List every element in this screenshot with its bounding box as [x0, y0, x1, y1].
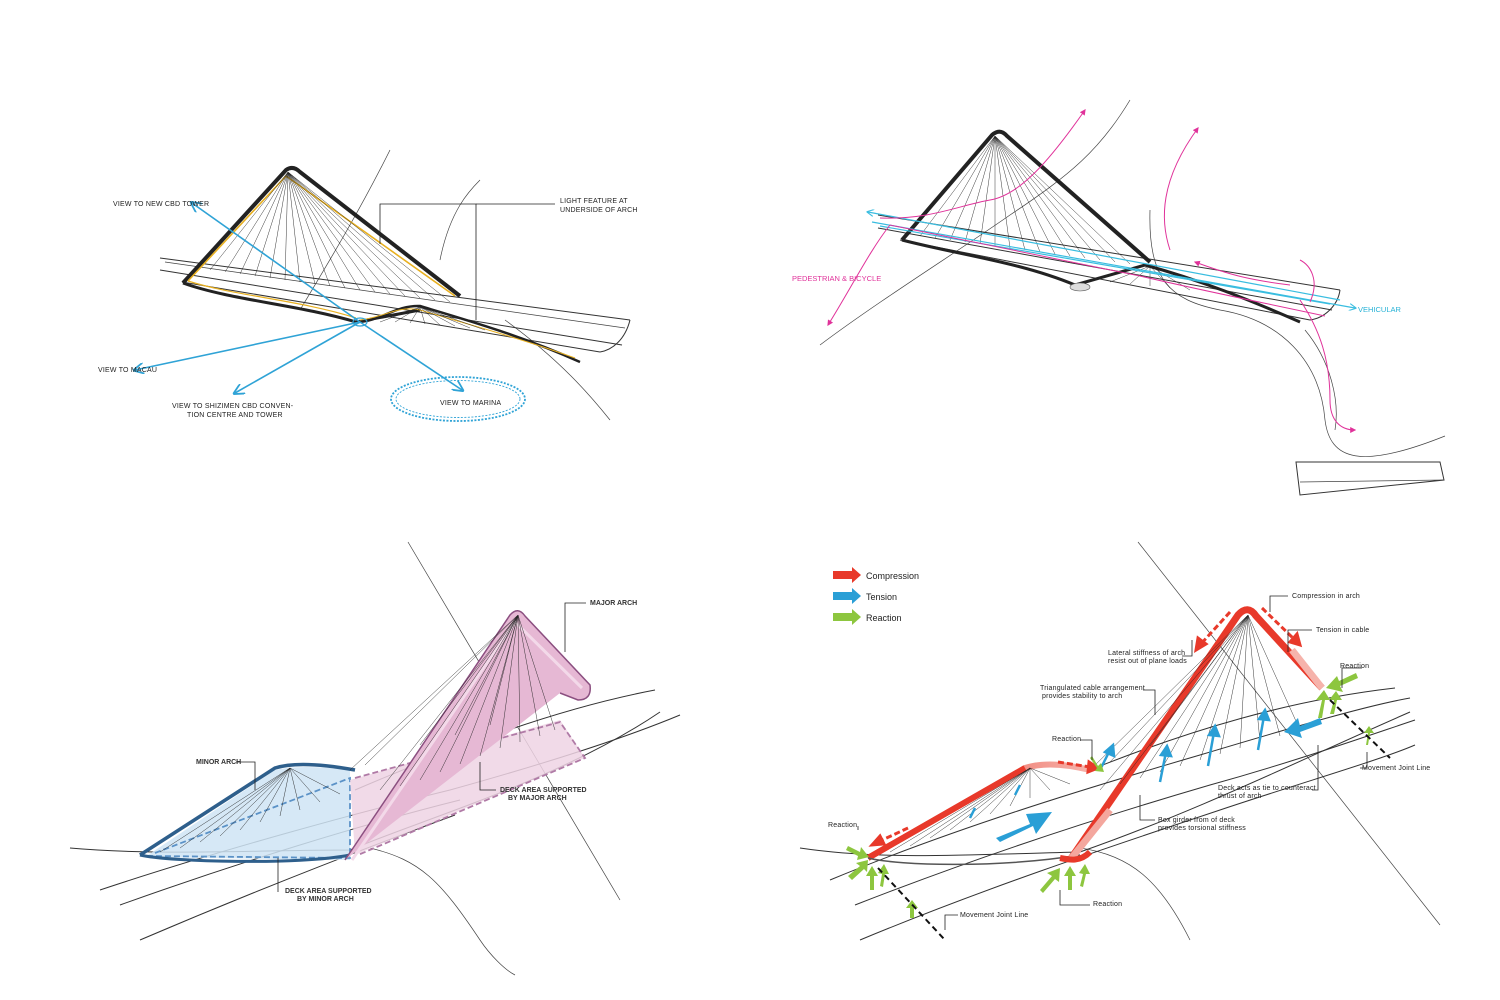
- label-deck-minor-1: DECK AREA SUPPORTED: [285, 888, 372, 895]
- label-triangulated-1: Triangulated cable arrangement: [1040, 685, 1145, 692]
- label-movement-joint-right: Movement Joint Line: [1362, 765, 1430, 772]
- label-compression-arch: Compression in arch: [1292, 593, 1360, 600]
- legend-reaction-swatch: [833, 609, 861, 625]
- tension-arrows: [968, 707, 1271, 819]
- label-tension-cable: Tension in cable: [1316, 627, 1369, 634]
- force-leaders: [857, 595, 1368, 930]
- label-deck-tie-2: thrust of arch: [1218, 793, 1262, 800]
- label-lateral-2: resist out of plane loads: [1108, 658, 1187, 665]
- major-arch-cables: [209, 171, 451, 303]
- minor-arch: [139, 762, 356, 863]
- major-arch: [900, 129, 1301, 324]
- deck-area-minor: [145, 767, 351, 860]
- label-reaction-left: Reaction: [828, 822, 857, 829]
- major-arch: [1059, 606, 1325, 863]
- legend-compression: Compression: [866, 571, 919, 581]
- major-arch: [181, 165, 462, 324]
- panel-views: VIEW TO NEW CBD TOWER LIGHT FEATURE AT U…: [98, 149, 638, 422]
- deck-area-major: [350, 720, 587, 856]
- deck-tension-arrow: [996, 812, 1052, 842]
- label-box-girder-1: Box girder from of deck: [1158, 817, 1235, 824]
- label-light-feature-1: LIGHT FEATURE AT: [560, 198, 628, 205]
- major-arch: [344, 610, 591, 861]
- label-triangulated-2: provides stability to arch: [1042, 693, 1122, 700]
- label-view-shizimen-1: VIEW TO SHIZIMEN CBD CONVEN-: [172, 403, 294, 410]
- vehicular-route: [868, 212, 1355, 308]
- label-reaction-mid: Reaction: [1052, 736, 1081, 743]
- label-deck-major-1: DECK AREA SUPPORTED: [500, 787, 587, 794]
- deck-tie-arrow: [1284, 718, 1322, 738]
- minor-arch: [866, 761, 1091, 866]
- label-deck-minor-2: BY MINOR ARCH: [297, 896, 354, 903]
- minor-arch-cables: [379, 306, 486, 331]
- label-box-girder-2: provides torsional stiffness: [1158, 825, 1246, 832]
- light-feature-leader: [379, 203, 477, 320]
- legend: Compression Tension Reaction: [833, 567, 919, 625]
- label-major-arch: MAJOR ARCH: [590, 600, 637, 607]
- compression-arrows: [868, 606, 1303, 847]
- label-reaction-bottom: Reaction: [1093, 901, 1122, 908]
- label-vehicular: VEHICULAR: [1358, 305, 1402, 314]
- label-deck-tie-1: Deck acts as tie to counteract: [1218, 785, 1316, 792]
- label-pedestrian: PEDESTRIAN & BICYCLE: [792, 274, 881, 283]
- legend-reaction: Reaction: [866, 613, 902, 623]
- label-lateral-1: Lateral stiffness of arch: [1108, 650, 1185, 657]
- label-reaction-top-right: Reaction: [1340, 663, 1369, 670]
- label-view-marina: VIEW TO MARINA: [440, 400, 501, 407]
- pier: [1295, 461, 1445, 496]
- panel-forces: Compression Tension Reaction: [799, 541, 1441, 941]
- label-minor-arch: MINOR ARCH: [196, 759, 241, 766]
- view-arrows: [135, 203, 526, 422]
- legend-tension: Tension: [866, 592, 897, 602]
- label-light-feature-2: UNDERSIDE OF ARCH: [560, 207, 638, 214]
- label-view-shizimen-2: TION CENTRE AND TOWER: [187, 412, 283, 419]
- movement-joint-left: [877, 867, 946, 941]
- minor-arch: [355, 304, 581, 364]
- movement-joint-right: [1329, 699, 1391, 759]
- legend-compression-swatch: [833, 567, 861, 583]
- panel-arches: MAJOR ARCH MINOR ARCH DECK AREA SUPPORTE…: [69, 541, 681, 976]
- label-view-new-cbd: VIEW TO NEW CBD TOWER: [113, 201, 209, 208]
- label-deck-major-2: BY MAJOR ARCH: [508, 795, 567, 802]
- deck: [159, 257, 631, 353]
- major-arch-cables: [919, 135, 1191, 291]
- pedestrian-route: [827, 109, 1357, 433]
- label-movement-joint-bottom: Movement Joint Line: [960, 912, 1028, 919]
- panel-circulation: PEDESTRIAN & BICYCLE VEHICULAR: [792, 99, 1446, 496]
- label-view-macau: VIEW TO MACAU: [98, 367, 157, 374]
- legend-tension-swatch: [833, 588, 861, 604]
